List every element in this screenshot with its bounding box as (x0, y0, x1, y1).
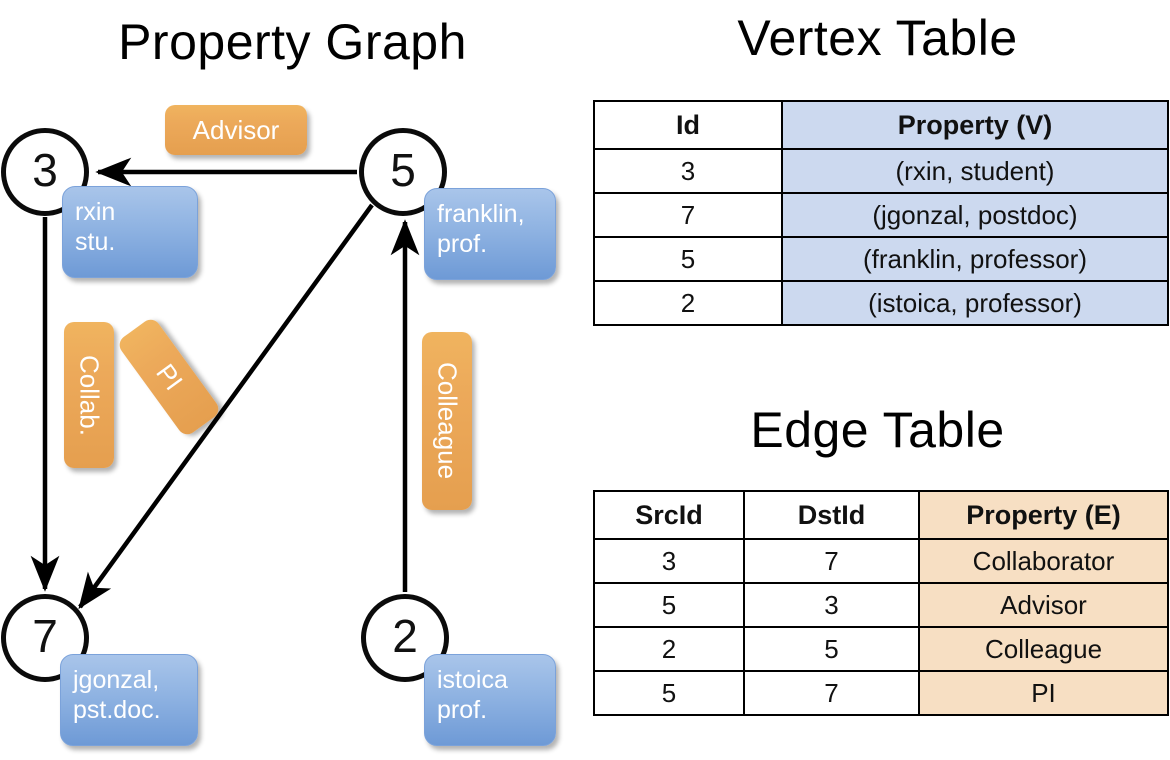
graph-node-5-label: 5 (390, 144, 416, 196)
table-row[interactable]: 3 7 Collaborator (593, 538, 1169, 584)
vertex-property-box-7-line1: jgonzal, (73, 666, 160, 694)
vertex-row-1-id: 7 (593, 192, 783, 238)
edge-row-3-dst: 7 (743, 670, 920, 716)
vertex-property-box-2-line1: istoica (437, 666, 508, 694)
graph-node-5[interactable]: 5 (359, 128, 447, 216)
vertex-property-box-5-line1: franklin, (437, 200, 525, 228)
vertex-row-3-property: (istoica, professor) (781, 280, 1169, 326)
edge-table: SrcId DstId Property (E) 3 7 Collaborato… (593, 490, 1169, 716)
vertex-property-box-5[interactable]: franklin, prof. (424, 188, 556, 280)
vertex-row-2-property: (franklin, professor) (781, 236, 1169, 282)
edge-row-1-property: Advisor (918, 582, 1169, 628)
vertex-table-header-row: Id Property (V) (593, 100, 1169, 150)
graph-node-7-label: 7 (32, 610, 58, 662)
vertex-property-box-3-line2: stu. (75, 228, 116, 256)
vertex-property-box-3-line1: rxin (75, 198, 116, 226)
vertex-property-box-5-line2: prof. (437, 230, 488, 258)
vertex-row-2-id: 5 (593, 236, 783, 282)
edge-label-colleague[interactable]: Colleague (422, 332, 472, 510)
edge-row-3-src: 5 (593, 670, 745, 716)
vertex-property-box-7[interactable]: jgonzal, pst.doc. (60, 654, 198, 746)
edge-row-0-property: Collaborator (918, 538, 1169, 584)
edge-row-2-property: Colleague (918, 626, 1169, 672)
edge-label-advisor[interactable]: Advisor (165, 105, 307, 155)
table-row[interactable]: 3 (rxin, student) (593, 148, 1169, 194)
table-row[interactable]: 5 7 PI (593, 670, 1169, 716)
table-row[interactable]: 5 3 Advisor (593, 582, 1169, 628)
edge-table-header-srcid: SrcId (593, 490, 745, 540)
page-title-edge-table: Edge Table (750, 402, 1005, 458)
page-title-property-graph: Property Graph (118, 14, 467, 70)
graph-node-2-label: 2 (392, 610, 418, 662)
vertex-property-box-2[interactable]: istoica prof. (424, 654, 556, 746)
vertex-table-header-id: Id (593, 100, 783, 150)
edge-label-colleague-text: Colleague (432, 362, 463, 480)
edge-row-0-src: 3 (593, 538, 745, 584)
table-row[interactable]: 7 (jgonzal, postdoc) (593, 192, 1169, 238)
vertex-table-header-property: Property (V) (781, 100, 1169, 150)
vertex-row-3-id: 2 (593, 280, 783, 326)
edge-row-1-src: 5 (593, 582, 745, 628)
vertex-property-box-7-line2: pst.doc. (73, 696, 161, 724)
vertex-property-box-2-line2: prof. (437, 696, 488, 724)
edge-label-pi-text: PI (150, 357, 189, 396)
vertex-property-box-3[interactable]: rxin stu. (62, 186, 198, 278)
table-row[interactable]: 2 5 Colleague (593, 626, 1169, 672)
table-row[interactable]: 2 (istoica, professor) (593, 280, 1169, 326)
edge-row-3-property: PI (918, 670, 1169, 716)
vertex-row-0-id: 3 (593, 148, 783, 194)
table-row[interactable]: 5 (franklin, professor) (593, 236, 1169, 282)
edge-label-advisor-text: Advisor (192, 114, 280, 145)
edge-table-header-dstid: DstId (743, 490, 920, 540)
edge-table-header-row: SrcId DstId Property (E) (593, 490, 1169, 540)
vertex-row-1-property: (jgonzal, postdoc) (781, 192, 1169, 238)
edge-label-collab[interactable]: Collab. (64, 322, 114, 468)
property-graph-panel: Property Graph 3 5 7 2 (1, 14, 556, 746)
edge-arrow-pi (78, 203, 374, 610)
vertex-table: Id Property (V) 3 (rxin, student) 7 (jgo… (593, 100, 1169, 326)
graph-node-3-label: 3 (32, 144, 58, 196)
edge-label-collab-text: Collab. (74, 354, 105, 436)
edge-row-2-src: 2 (593, 626, 745, 672)
vertex-row-0-property: (rxin, student) (781, 148, 1169, 194)
edge-row-2-dst: 5 (743, 626, 920, 672)
graph-edges-svg (30, 157, 420, 610)
edge-row-1-dst: 3 (743, 582, 920, 628)
edge-row-0-dst: 7 (743, 538, 920, 584)
graph-node-2[interactable]: 2 (361, 594, 449, 682)
page-title-vertex-table: Vertex Table (737, 10, 1018, 66)
edge-table-header-property: Property (E) (918, 490, 1169, 540)
